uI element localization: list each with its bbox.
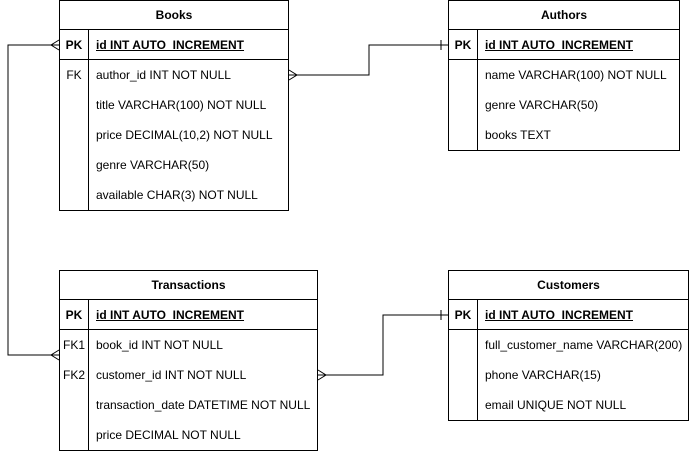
key-label — [449, 60, 478, 90]
table-row[interactable]: email UNIQUE NOT NULL — [449, 390, 688, 420]
table-row[interactable]: title VARCHAR(100) NOT NULL — [60, 90, 288, 120]
key-label: PK — [449, 300, 478, 329]
key-label — [60, 390, 89, 420]
relation-transactions-books — [7, 39, 60, 361]
key-label: PK — [60, 300, 89, 329]
connector-line — [318, 314, 448, 376]
field-label: name VARCHAR(100) NOT NULL — [485, 68, 667, 82]
table-row[interactable]: name VARCHAR(100) NOT NULL — [449, 60, 679, 90]
field-label: id INT AUTO_INCREMENT — [96, 307, 245, 322]
field-label: transaction_date DATETIME NOT NULL — [96, 398, 311, 412]
table-customers[interactable]: Customers PK id INT AUTO_INCREMENT full_… — [448, 270, 689, 421]
field-label: email UNIQUE NOT NULL — [485, 398, 627, 412]
table-authors[interactable]: Authors PK id INT AUTO_INCREMENT name VA… — [448, 0, 680, 151]
table-row[interactable]: FK2 customer_id INT NOT NULL — [60, 360, 317, 390]
table-row[interactable]: transaction_date DATETIME NOT NULL — [60, 390, 317, 420]
table-row[interactable]: FK1 book_id INT NOT NULL — [60, 330, 317, 360]
relation-books-authors — [288, 40, 448, 81]
field-label: phone VARCHAR(15) — [485, 368, 601, 382]
table-row[interactable]: genre VARCHAR(50) — [449, 90, 679, 120]
field-label: price DECIMAL NOT NULL — [96, 428, 241, 442]
key-label: FK1 — [60, 330, 89, 360]
key-label — [60, 90, 89, 120]
table-row[interactable]: available CHAR(3) NOT NULL — [60, 180, 288, 210]
table-row-pk[interactable]: PK id INT AUTO_INCREMENT — [60, 30, 288, 60]
table-row[interactable]: genre VARCHAR(50) — [60, 150, 288, 180]
relation-transactions-customers — [317, 310, 448, 381]
table-row[interactable]: FK author_id INT NOT NULL — [60, 60, 288, 90]
field-label: available CHAR(3) NOT NULL — [96, 188, 258, 202]
field-label: book_id INT NOT NULL — [96, 338, 223, 352]
crowfoot-many-end — [288, 69, 298, 81]
field-label: genre VARCHAR(50) — [96, 158, 210, 172]
crowfoot-many-end — [50, 349, 60, 361]
field-label: customer_id INT NOT NULL — [96, 368, 247, 382]
field-label: books TEXT — [485, 128, 551, 142]
field-label: full_customer_name VARCHAR(200) — [485, 338, 683, 352]
key-label — [449, 120, 478, 150]
table-row[interactable]: phone VARCHAR(15) — [449, 360, 688, 390]
table-row[interactable]: price DECIMAL(10,2) NOT NULL — [60, 120, 288, 150]
table-row-pk[interactable]: PK id INT AUTO_INCREMENT — [449, 300, 688, 330]
table-row[interactable]: full_customer_name VARCHAR(200) — [449, 330, 688, 360]
key-label — [449, 390, 478, 420]
key-label — [60, 420, 89, 450]
key-label — [449, 360, 478, 390]
key-label — [449, 330, 478, 360]
table-row[interactable]: books TEXT — [449, 120, 679, 150]
key-label: PK — [449, 30, 478, 59]
table-row-pk[interactable]: PK id INT AUTO_INCREMENT — [449, 30, 679, 60]
field-label: price DECIMAL(10,2) NOT NULL — [96, 128, 273, 142]
crowfoot-many-end — [317, 369, 327, 381]
key-label: FK — [60, 60, 89, 90]
key-label — [60, 180, 89, 210]
key-label: FK2 — [60, 360, 89, 390]
field-label: title VARCHAR(100) NOT NULL — [96, 98, 267, 112]
key-label — [60, 150, 89, 180]
table-title: Authors — [449, 1, 679, 30]
table-row-pk[interactable]: PK id INT AUTO_INCREMENT — [60, 300, 317, 330]
field-label: id INT AUTO_INCREMENT — [485, 37, 634, 52]
table-row[interactable]: price DECIMAL NOT NULL — [60, 420, 317, 450]
key-label — [449, 90, 478, 120]
key-label — [60, 120, 89, 150]
field-label: id INT AUTO_INCREMENT — [96, 37, 245, 52]
connector-line — [289, 44, 448, 76]
field-label: author_id INT NOT NULL — [96, 68, 231, 82]
table-transactions[interactable]: Transactions PK id INT AUTO_INCREMENT FK… — [59, 270, 318, 451]
field-label: genre VARCHAR(50) — [485, 98, 599, 112]
table-title: Customers — [449, 271, 688, 300]
table-title: Books — [60, 1, 288, 30]
crowfoot-many-end — [50, 39, 60, 51]
table-title: Transactions — [60, 271, 317, 300]
connector-line — [7, 44, 59, 356]
key-label: PK — [60, 30, 89, 59]
table-books[interactable]: Books PK id INT AUTO_INCREMENT FK author… — [59, 0, 289, 211]
field-label: id INT AUTO_INCREMENT — [485, 307, 634, 322]
